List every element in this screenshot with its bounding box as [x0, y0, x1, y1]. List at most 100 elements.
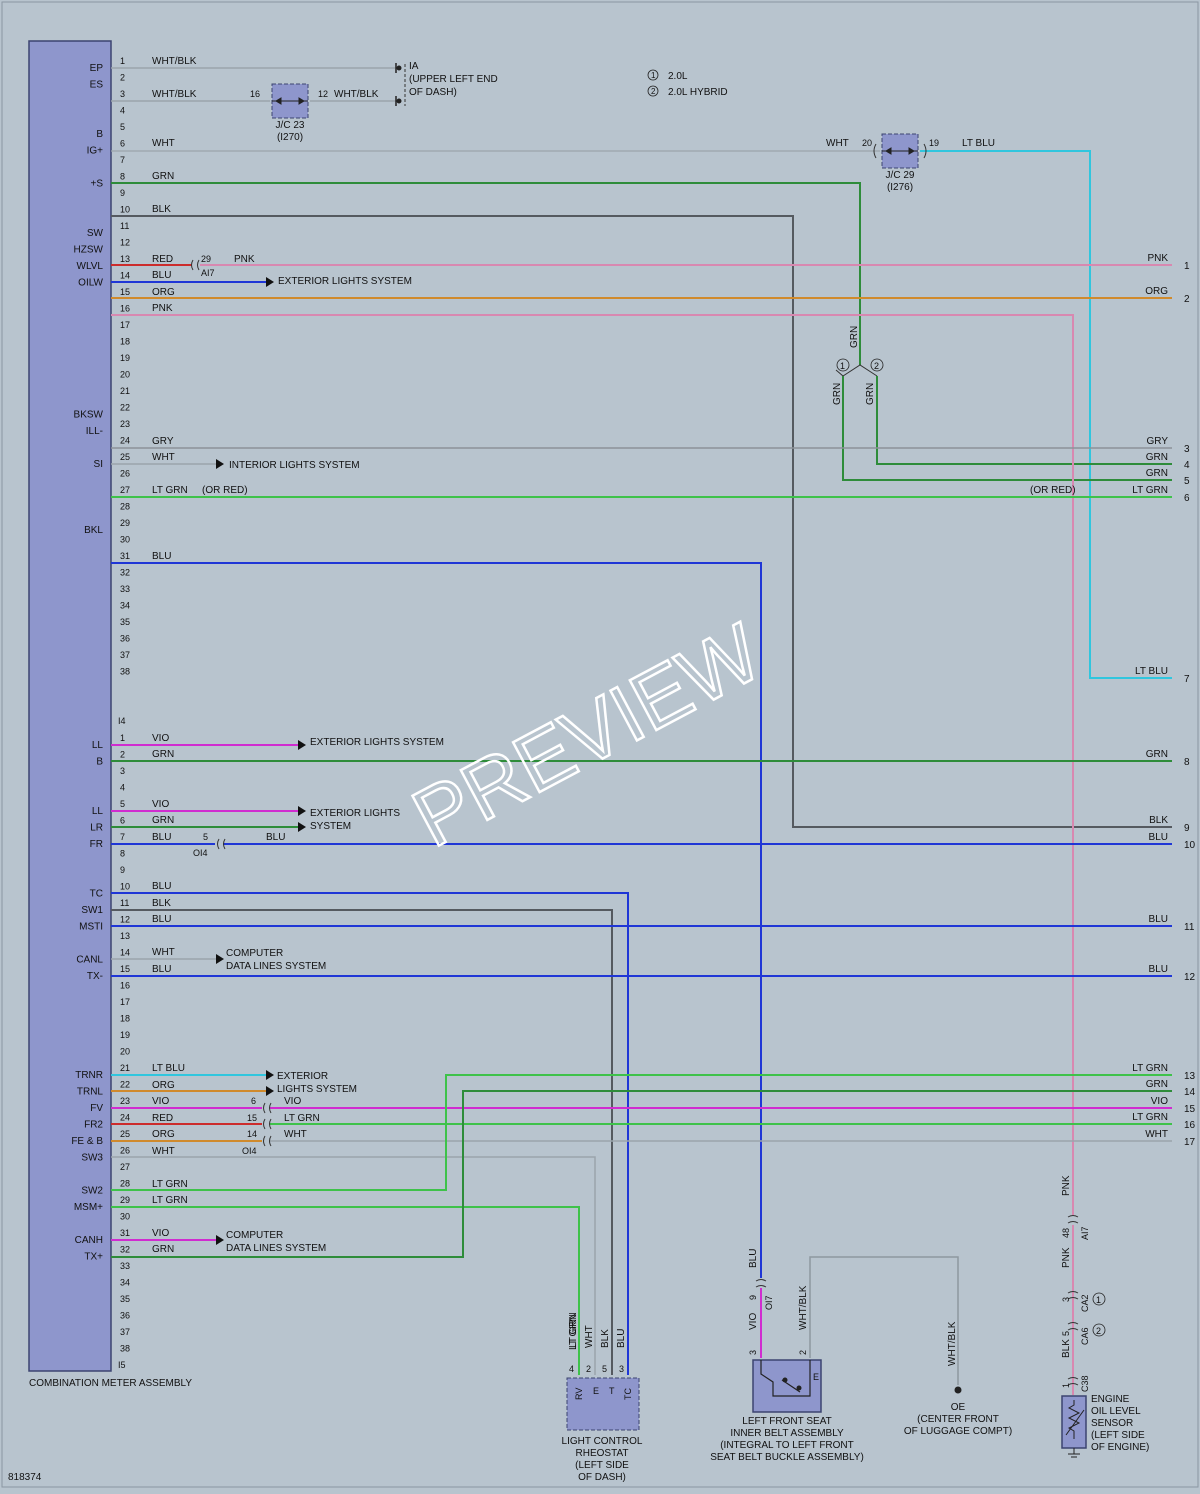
- belt-caption: LEFT FRONT SEAT INNER BELT ASSEMBLY (INT…: [710, 1416, 864, 1463]
- right-terminal-color: VIO: [1151, 1096, 1168, 1107]
- meter-pin: 30: [120, 535, 130, 545]
- meter-pin-number: 18: [120, 337, 130, 347]
- splice-pin-number: 16: [250, 89, 260, 99]
- connector-oi4-fv: [263, 1102, 272, 1114]
- rheostat-caption: LIGHT CONTROL RHEOSTAT (LEFT SIDE OF DAS…: [562, 1436, 643, 1483]
- rheostat-name: RHEOSTAT: [576, 1448, 629, 1459]
- meter-pin: 17: [120, 997, 130, 1007]
- meter-pin: 10: [120, 205, 130, 215]
- branch-num: 2: [1096, 1326, 1101, 1336]
- meter-pin-number: 15: [120, 287, 130, 297]
- meter-pin-label: LL: [92, 806, 104, 817]
- connector-code: OI4: [242, 1146, 257, 1156]
- rheostat-name: (LEFT SIDE: [575, 1460, 629, 1471]
- meter-pin-number: 36: [120, 1311, 130, 1321]
- right-terminal-color: BLU: [1149, 914, 1168, 925]
- meter-pin-number: 27: [120, 485, 130, 495]
- right-terminal-number: 9: [1184, 823, 1190, 834]
- meter-pin-number: 28: [120, 502, 130, 512]
- wire-color-label: ORG: [152, 287, 175, 298]
- meter-pin-number: 10: [120, 882, 130, 892]
- right-terminal-color: GRN: [1146, 749, 1168, 760]
- splice-pin-number: 12: [318, 89, 328, 99]
- branch-fork: [835, 364, 878, 377]
- wire-sw1: [111, 909, 613, 1375]
- meter-pin-number: 3: [120, 89, 125, 99]
- meter-pin: 2B: [96, 750, 125, 768]
- connector-oi7: [755, 1279, 767, 1288]
- destination-label: INTERIOR LIGHTS SYSTEM: [229, 460, 360, 471]
- meter-pin-number: 24: [120, 436, 130, 446]
- right-terminal-color: GRN: [1146, 452, 1168, 463]
- branch-num: 1: [1096, 1295, 1101, 1305]
- wire-color-label: PNK: [1061, 1175, 1072, 1196]
- meter-pin: 33: [120, 1261, 130, 1271]
- meter-pin-number: 5: [120, 799, 125, 809]
- wire-color-label: WHT: [152, 138, 175, 149]
- meter-pin: 32: [120, 568, 130, 578]
- wire-color-label: WHT: [152, 947, 175, 958]
- wire-color-label: (OR RED): [202, 485, 248, 496]
- meter-pin-number: 25: [120, 1129, 130, 1139]
- wire-color-label: WHT: [152, 1146, 175, 1157]
- meter-pin-number: 19: [120, 1030, 130, 1040]
- meter-pin: 27: [120, 485, 130, 495]
- connector-code: AI7: [1080, 1226, 1090, 1240]
- meter-pin: 28: [120, 502, 130, 512]
- right-terminal-color: WHT: [1145, 1129, 1168, 1140]
- meter-pin-number: 5: [120, 122, 125, 132]
- jc23-code: (I270): [277, 132, 303, 143]
- wire-color-label: RED: [152, 1113, 173, 1124]
- meter-pin-number: 1: [120, 733, 125, 743]
- right-terminal-number: 4: [1184, 460, 1190, 471]
- connector-code: C38: [1080, 1375, 1090, 1392]
- meter-pin-number: 30: [120, 1212, 130, 1222]
- meter-pin-label: SW2: [81, 1186, 103, 1197]
- meter-pin: 21: [120, 386, 130, 396]
- destination-label: EXTERIOR LIGHTS SYSTEM: [278, 276, 412, 287]
- wire-color-label: ORG: [152, 1080, 175, 1091]
- meter-pin-number: 37: [120, 1327, 130, 1337]
- meter-pin: 19: [120, 353, 130, 363]
- meter-pin-label: EP: [90, 63, 104, 74]
- meter-pin: 15: [120, 287, 130, 297]
- wire-color-label: BLU: [152, 914, 171, 925]
- meter-pin-number: 29: [120, 518, 130, 528]
- meter-pin: 34: [120, 1278, 130, 1288]
- meter-pin-number: 22: [120, 1080, 130, 1090]
- arrowheads: [216, 277, 306, 1245]
- branch-num: 2: [874, 361, 879, 371]
- rheostat-pin-t: T: [609, 1386, 615, 1396]
- right-terminal-number: 17: [1184, 1137, 1196, 1148]
- legend-num: 2: [651, 87, 656, 96]
- wire-color-label: BLU: [152, 832, 171, 843]
- meter-pin-number: 6: [120, 139, 125, 149]
- connector-code: CA2: [1080, 1294, 1090, 1312]
- diagram-id: 818374: [8, 1472, 42, 1483]
- wire-oilw: [111, 314, 1074, 1215]
- meter-pin-number: 18: [120, 1014, 130, 1024]
- meter-pin-number: 3: [120, 766, 125, 776]
- connector-code: OI7: [764, 1295, 774, 1310]
- meter-pin-number: 19: [120, 353, 130, 363]
- destination-label: OF DASH): [409, 87, 457, 98]
- meter-pins: 1EP2ES345B6IG+78+S91011SW12HZSW13WLVL14O…: [71, 56, 130, 1354]
- wire-plus-s: [111, 215, 1172, 828]
- meter-pin-label: SI: [94, 459, 103, 470]
- wire-lt-blu-7: [920, 150, 1172, 679]
- meter-pin-number: 23: [120, 419, 130, 429]
- jc23-name: J/C 23: [276, 120, 305, 131]
- wire-color-label: LT BLU: [152, 1063, 185, 1074]
- wire-color-label: GRN: [152, 1244, 174, 1255]
- meter-pin-number: 36: [120, 634, 130, 644]
- meter-pin-number: 12: [120, 915, 130, 925]
- meter-pin-number: 21: [120, 386, 130, 396]
- connector-label-i4: I4: [118, 716, 126, 726]
- wire-ig: [111, 182, 861, 365]
